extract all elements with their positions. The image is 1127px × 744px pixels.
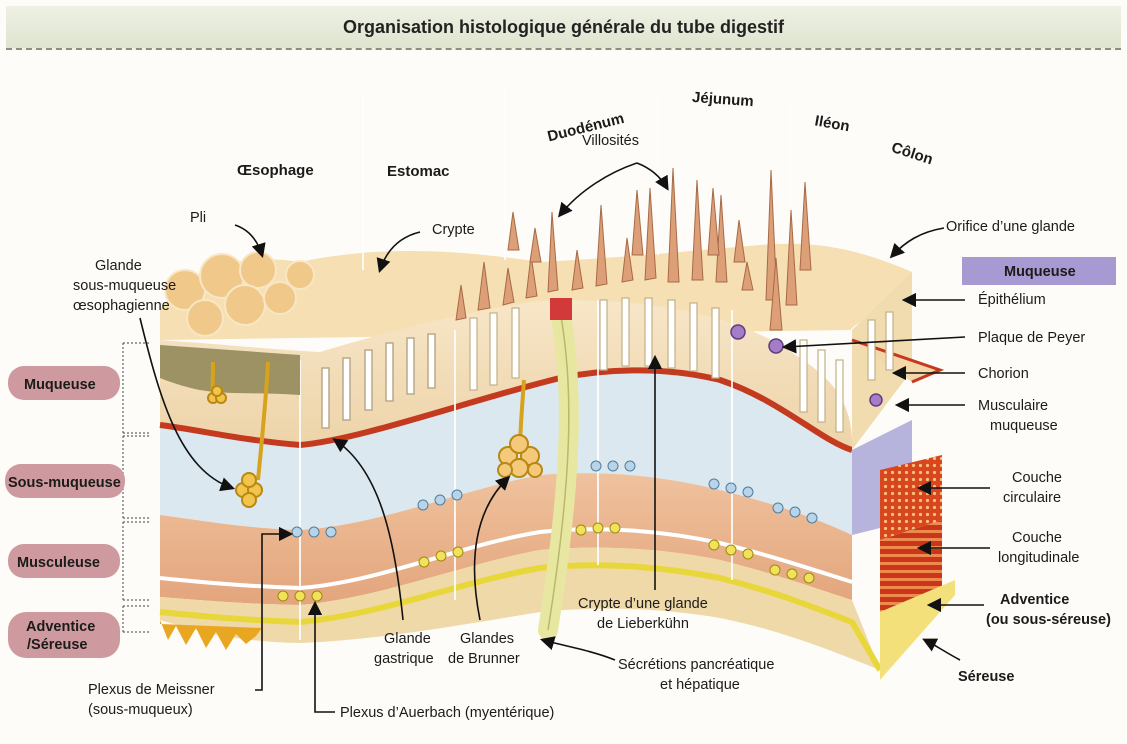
label-villosites: Villosités xyxy=(582,133,639,149)
label-couche-long-2: longitudinale xyxy=(998,550,1079,566)
label-musculaire-1: Musculaire xyxy=(978,398,1048,414)
label-brunner-1: Glandes xyxy=(460,631,514,647)
left-layer-labels: Muqueuse Sous-muqueuse Musculeuse Advent… xyxy=(8,377,121,653)
segment-jejunum: Jéjunum xyxy=(692,89,755,110)
label-adventice: Adventice xyxy=(26,619,95,635)
label-crypte-lieb-1: Crypte d’une glande xyxy=(578,596,708,612)
segment-ileon: Iléon xyxy=(813,113,850,136)
label-couche-circ-2: circulaire xyxy=(1003,490,1061,506)
left-layer-brackets xyxy=(123,343,150,632)
label-musculeuse: Musculeuse xyxy=(17,555,100,571)
label-adventice-right-2: (ou sous-séreuse) xyxy=(986,612,1111,628)
label-glande-2: sous-muqueuse xyxy=(73,278,176,294)
label-sereuse-right: Séreuse xyxy=(958,669,1014,685)
segment-oesophage: Œsophage xyxy=(237,162,314,179)
label-sous-muqueuse: Sous-muqueuse xyxy=(8,475,121,491)
segment-estomac: Estomac xyxy=(387,163,450,180)
label-pli: Pli xyxy=(190,210,206,226)
label-crypte-lieb-2: de Lieberkühn xyxy=(597,616,689,632)
label-couche-circ-1: Couche xyxy=(1012,470,1062,486)
duct-opening xyxy=(550,298,572,320)
label-crypte: Crypte xyxy=(432,222,475,238)
label-meissner-2: (sous-muqueux) xyxy=(88,702,193,718)
label-glande-3: œsophagienne xyxy=(73,298,170,314)
label-epithelium: Épithélium xyxy=(978,291,1046,308)
label-sereuse-left: /Séreuse xyxy=(27,637,87,653)
label-meissner-1: Plexus de Meissner xyxy=(88,682,215,698)
label-couche-long-1: Couche xyxy=(1012,530,1062,546)
label-chorion: Chorion xyxy=(978,366,1029,382)
label-secretions-2: et hépatique xyxy=(660,677,740,693)
label-musculaire-2: muqueuse xyxy=(990,418,1058,434)
label-orifice: Orifice d’une glande xyxy=(946,219,1075,235)
label-adventice-right-1: Adventice xyxy=(1000,592,1069,608)
label-glande-gastrique-2: gastrique xyxy=(374,651,434,667)
label-muqueuse: Muqueuse xyxy=(24,377,96,393)
label-muqueuse-right: Muqueuse xyxy=(1004,264,1076,280)
segment-colon: Côlon xyxy=(889,139,935,168)
label-plaque-peyer: Plaque de Peyer xyxy=(978,330,1085,346)
label-secretions-1: Sécrétions pancréatique xyxy=(618,657,774,673)
label-auerbach: Plexus d’Auerbach (myentérique) xyxy=(340,705,554,721)
label-glande-1: Glande xyxy=(95,258,142,274)
label-glande-gastrique-1: Glande xyxy=(384,631,431,647)
label-brunner-2: de Brunner xyxy=(448,651,520,667)
